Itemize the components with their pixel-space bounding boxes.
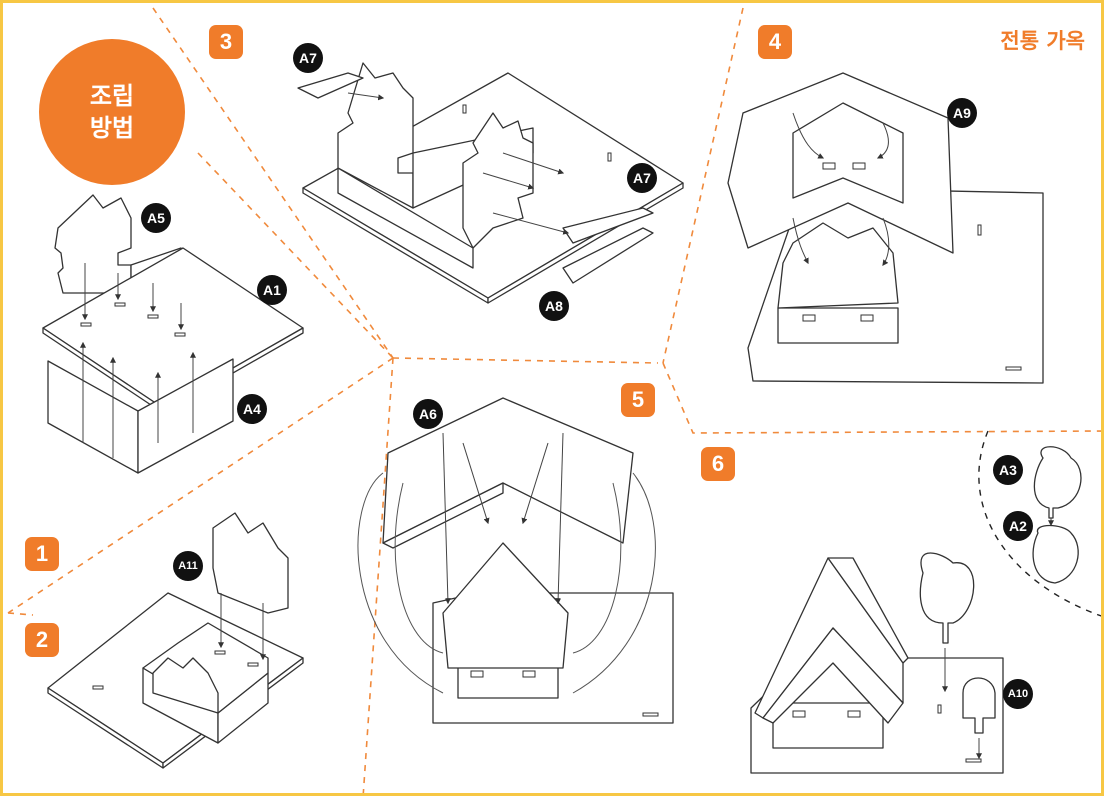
step-badge-2: 2 <box>25 623 59 657</box>
section-title: 조립 방법 <box>39 39 185 185</box>
part-label-a3: A3 <box>993 455 1023 485</box>
panel-dividers <box>7 7 1101 793</box>
step-badge-3: 3 <box>209 25 243 59</box>
step-1-2-diagram <box>42 194 304 474</box>
part-label-a7-top: A7 <box>293 43 323 73</box>
part-label-a6: A6 <box>413 399 443 429</box>
step-badge-5: 5 <box>621 383 655 417</box>
step-4-diagram <box>727 72 1044 384</box>
part-label-a8: A8 <box>539 291 569 321</box>
part-label-a9: A9 <box>947 98 977 128</box>
title-line-1: 조립 <box>89 82 135 110</box>
assembly-illustration <box>7 7 1101 793</box>
step-badge-4: 4 <box>758 25 792 59</box>
step-2-diagram <box>47 512 304 769</box>
step-badge-1: 1 <box>25 537 59 571</box>
step-3-diagram <box>297 62 684 304</box>
step-6-diagram <box>750 446 1082 774</box>
part-label-a4: A4 <box>237 394 267 424</box>
part-label-a2: A2 <box>1003 511 1033 541</box>
part-label-a5: A5 <box>141 203 171 233</box>
title-line-2: 방법 <box>89 114 135 142</box>
part-label-a1: A1 <box>257 275 287 305</box>
part-label-a11: A11 <box>173 551 203 581</box>
step-5-diagram <box>357 397 674 724</box>
step-badge-6: 6 <box>701 447 735 481</box>
part-label-a7-right: A7 <box>627 163 657 193</box>
product-name: 전통 가옥 <box>1000 29 1085 53</box>
part-label-a10: A10 <box>1003 679 1033 709</box>
